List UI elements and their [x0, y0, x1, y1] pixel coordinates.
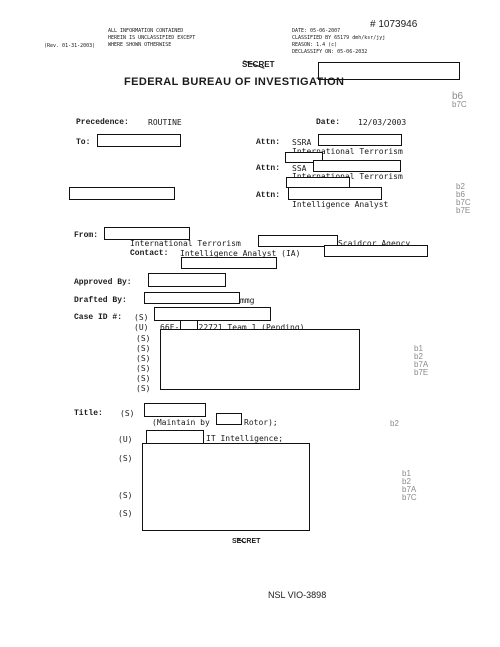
redaction-box — [148, 273, 226, 287]
case-id-s-marking: (S) — [134, 313, 149, 322]
margin-code: b1 — [402, 469, 411, 478]
case-id-u-marking: (U) — [134, 323, 149, 332]
case-s-marking: (S) — [136, 384, 151, 393]
redaction-box — [318, 134, 402, 146]
from-agency: Scaidcor Agency — [338, 239, 411, 248]
attn-1-unit: International Terrorism — [292, 147, 403, 156]
declass-date: DATE: 05-06-2007 — [292, 28, 341, 34]
redaction-box — [258, 235, 338, 247]
margin-code: b2 — [456, 182, 465, 191]
case-id-label: Case ID #: — [74, 313, 123, 322]
redaction-box — [69, 187, 175, 200]
title-s-marking: (S) — [118, 491, 133, 500]
title-s-marking: (S) — [118, 509, 133, 518]
redaction-box — [104, 227, 190, 240]
redaction-box — [216, 413, 242, 425]
classification-reason: REASON: 1.4 (c) — [292, 42, 338, 48]
margin-code: b7C — [452, 100, 467, 109]
case-s-marking: (S) — [136, 374, 151, 383]
attn-2-unit: International Terrorism — [292, 172, 403, 181]
form-revision: (Rev. 01-31-2003) — [44, 43, 96, 49]
margin-code: b2 — [414, 352, 423, 361]
attn-label-2: Attn: — [256, 164, 281, 173]
margin-code: b6 — [456, 190, 465, 199]
redaction-box — [154, 307, 271, 321]
margin-code: b7E — [456, 206, 471, 215]
document-number: # 1073946 — [370, 19, 418, 30]
attn-label-3: Attn: — [256, 191, 281, 200]
redaction-box — [288, 187, 382, 200]
precedence-value: ROUTINE — [148, 118, 182, 127]
margin-code: b7A — [402, 485, 417, 494]
margin-code: b7E — [414, 368, 429, 377]
title-u-marking: (U) — [118, 435, 133, 444]
margin-code: b6 — [452, 91, 464, 102]
drafted-by-suffix: mmg — [240, 296, 255, 305]
margin-exemption: b1 b2 b7A b7C — [402, 470, 417, 502]
contact-label: Contact: — [130, 249, 169, 258]
redaction-box — [144, 292, 240, 304]
from-division: International Terrorism — [130, 239, 241, 248]
classification-marking-top: SECRET — [242, 60, 275, 69]
redaction-box — [181, 257, 277, 269]
margin-exemption: b2 — [390, 419, 399, 428]
contact-value: Intelligence Analyst (IA) — [180, 249, 301, 258]
redaction-box — [313, 160, 401, 172]
title-label: Title: — [74, 409, 103, 418]
attn-1-prefix: SSRA — [292, 138, 312, 147]
agency-title: FEDERAL BUREAU OF INVESTIGATION — [124, 76, 345, 88]
date-value: 12/03/2003 — [358, 118, 407, 127]
margin-exemption: b6 b7C — [452, 91, 467, 109]
declassify-on: DECLASSIFY ON: 05-06-2032 — [292, 49, 368, 55]
attn-3-role: Intelligence Analyst — [292, 200, 389, 209]
page-identifier: NSL VIO-3898 — [268, 590, 327, 600]
margin-code: b7C — [456, 198, 471, 207]
approved-by-label: Approved By: — [74, 278, 132, 287]
title-s-marking: (S) — [118, 454, 133, 463]
drafted-by-label: Drafted By: — [74, 296, 127, 305]
attn-2-prefix: SSA — [292, 164, 307, 173]
redaction-box — [97, 134, 181, 147]
margin-exemption: b1 b2 b7A b7E — [414, 345, 428, 377]
redaction-box — [142, 443, 310, 531]
title-maintain: (Maintain by — [152, 418, 210, 427]
classification-marking-bottom: SECRET — [232, 538, 261, 545]
redaction-box — [318, 62, 460, 80]
title-it-intelligence: IT Intelligence; — [206, 434, 284, 443]
title-s-marking: (S) — [120, 409, 135, 418]
redaction-box — [146, 430, 204, 444]
classified-by: CLASSIFIED BY 65179 dmh/ksr/jyj — [292, 35, 386, 41]
case-id-u-value: 66F- -C122721 Team 1 (Pending) — [160, 323, 305, 332]
case-s-marking: (S) — [136, 334, 151, 343]
declass-line-2: HEREIN IS UNCLASSIFIED EXCEPT — [108, 35, 196, 41]
case-s-marking: (S) — [136, 344, 151, 353]
date-label: Date: — [316, 118, 341, 127]
redaction-box — [324, 245, 428, 257]
redaction-box — [144, 403, 206, 417]
redaction-box — [160, 329, 360, 390]
margin-code: b7C — [402, 493, 417, 502]
from-label: From: — [74, 231, 99, 240]
declass-line-1: ALL INFORMATION CONTAINED — [108, 28, 184, 34]
case-s-marking: (S) — [136, 354, 151, 363]
precedence-label: Precedence: — [76, 118, 129, 127]
redaction-box — [285, 152, 323, 163]
title-rotor: Rotor); — [244, 418, 278, 427]
case-s-marking: (S) — [136, 364, 151, 373]
attn-label-1: Attn: — [256, 138, 281, 147]
declass-line-3: WHERE SHOWN OTHERWISE — [108, 42, 172, 48]
margin-exemption: b2 b6 b7C b7E — [456, 183, 471, 215]
margin-code: b7A — [414, 360, 429, 369]
margin-code: b1 — [414, 344, 423, 353]
margin-code: b2 — [402, 477, 411, 486]
to-label: To: — [76, 138, 91, 147]
